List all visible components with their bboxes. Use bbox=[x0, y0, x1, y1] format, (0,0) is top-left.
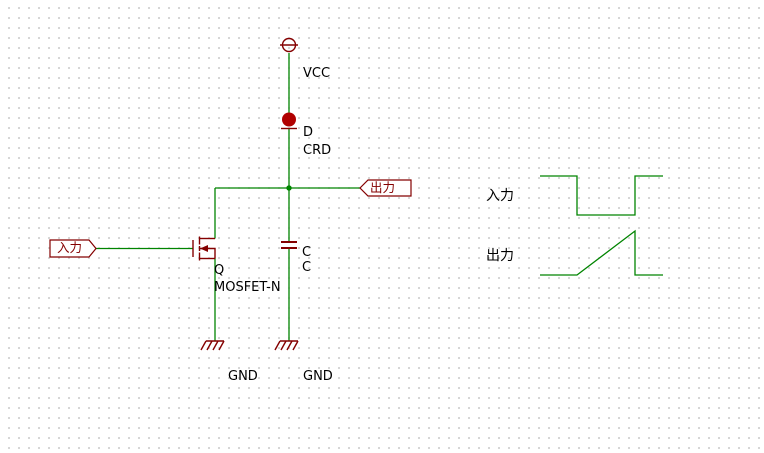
mosfet-symbol[interactable] bbox=[192, 236, 216, 261]
gnd-label-left: GND bbox=[228, 369, 258, 384]
input-flag-shape[interactable] bbox=[49, 239, 97, 258]
mosfet-reference: Q bbox=[214, 263, 225, 278]
crd-reference: D bbox=[303, 125, 314, 140]
capacitor-value: C bbox=[302, 260, 312, 275]
capacitor-reference: C bbox=[302, 245, 312, 260]
waveform-output-label: 出力 bbox=[486, 248, 514, 264]
gnd-symbol-right[interactable] bbox=[274, 340, 299, 351]
input-flag-label: 入力 bbox=[57, 240, 83, 255]
input-square-wave[interactable] bbox=[540, 175, 663, 216]
gnd-symbol-left[interactable] bbox=[200, 340, 225, 351]
junction-dot[interactable] bbox=[286, 185, 292, 191]
crd-body[interactable] bbox=[282, 112, 296, 127]
vcc-power-symbol[interactable] bbox=[280, 37, 298, 53]
mosfet-value: MOSFET-N bbox=[214, 280, 281, 295]
crd-diode-symbol[interactable] bbox=[281, 112, 297, 130]
output-flag-label: 出力 bbox=[370, 180, 396, 195]
output-ramp-wave[interactable] bbox=[540, 229, 663, 276]
vcc-label: VCC bbox=[303, 66, 331, 81]
waveform-input-label: 入力 bbox=[486, 188, 514, 204]
gnd-label-right: GND bbox=[303, 369, 333, 384]
crd-value: CRD bbox=[303, 143, 332, 158]
capacitor-symbol[interactable] bbox=[281, 241, 297, 249]
wires bbox=[96, 53, 360, 341]
waveform-graphics bbox=[540, 175, 663, 276]
output-flag-shape[interactable] bbox=[359, 179, 412, 197]
mosfet-arrow bbox=[200, 245, 208, 252]
